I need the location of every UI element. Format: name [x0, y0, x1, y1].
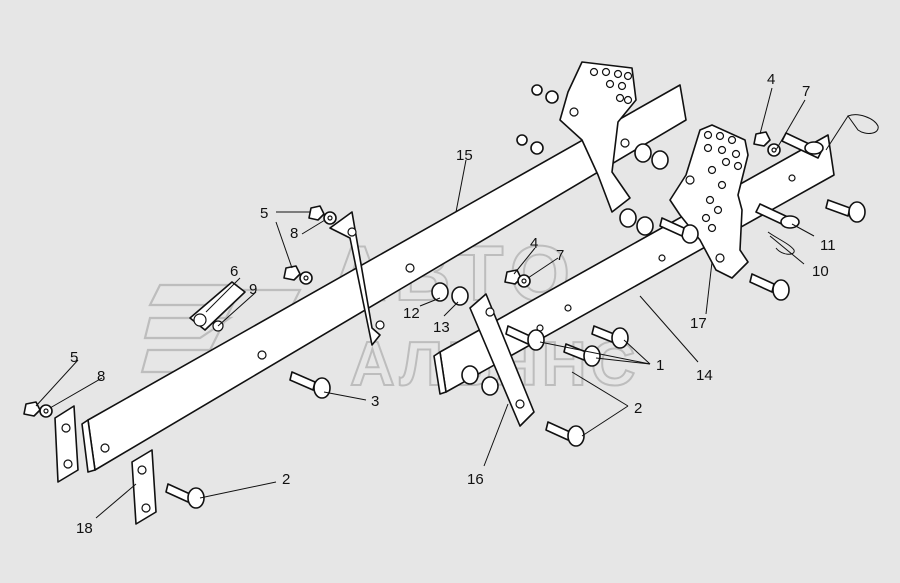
callout-5-upper: 5 — [260, 205, 268, 222]
pin-top-right — [781, 114, 879, 159]
callout-1: 1 — [656, 357, 664, 374]
bolt-1-c — [591, 325, 629, 349]
spacer-lower — [461, 224, 699, 396]
bolt-right-lower — [749, 273, 790, 301]
clip-10 — [767, 231, 795, 255]
callout-8-upper: 8 — [290, 225, 298, 242]
nut-washer-mid-left — [283, 265, 313, 285]
callout-13: 13 — [433, 319, 450, 336]
upper-plate — [559, 61, 637, 213]
callout-4-right: 4 — [767, 71, 775, 88]
callout-11: 11 — [820, 237, 836, 254]
bolt-2-lower-left — [165, 483, 205, 509]
callout-labels: 1 2 2 3 4 4 5 5 6 7 7 8 8 9 10 11 12 13 … — [70, 71, 836, 537]
vertical-plate-mid — [329, 211, 385, 346]
bolt-3 — [289, 371, 331, 399]
callout-17: 17 — [690, 315, 707, 332]
callout-8-lower: 8 — [97, 368, 105, 385]
callout-9: 9 — [249, 281, 257, 298]
plate-16 — [469, 293, 535, 427]
callout-6: 6 — [230, 263, 238, 280]
bar-15 — [81, 84, 687, 473]
spacer-12 — [431, 282, 449, 302]
callout-18: 18 — [76, 520, 93, 537]
plate-18-a — [54, 405, 79, 483]
plate-17 — [669, 124, 749, 279]
bolt-1-a — [505, 325, 545, 351]
callout-14: 14 — [696, 367, 713, 384]
spacer-13 — [451, 286, 469, 306]
bracket-left — [189, 281, 246, 332]
washer-7-right — [767, 143, 781, 157]
bolt-2-mid — [545, 421, 585, 447]
callout-2-left: 2 — [282, 471, 290, 488]
washer-8-upper — [323, 211, 337, 225]
callout-15: 15 — [456, 147, 473, 164]
bolt-inner — [659, 217, 685, 237]
callout-16: 16 — [467, 471, 484, 488]
callout-4-mid: 4 — [530, 235, 538, 252]
callout-3: 3 — [371, 393, 379, 410]
callout-5-lower: 5 — [70, 349, 78, 366]
pin-11 — [755, 203, 800, 229]
nut-4-right — [753, 131, 771, 147]
callout-7-mid: 7 — [556, 247, 564, 264]
plate-18-b — [131, 449, 157, 525]
callout-10: 10 — [812, 263, 829, 280]
washer-8-lower — [39, 404, 53, 418]
nut-washer-top-left — [516, 84, 559, 155]
washer-7-mid — [517, 274, 531, 288]
callout-2-right: 2 — [634, 400, 642, 417]
spacer-upper — [619, 143, 669, 236]
bolt-right-upper — [825, 199, 866, 223]
leader-lines — [35, 87, 815, 519]
nut-5-upper — [308, 205, 325, 221]
callout-12: 12 — [403, 305, 420, 322]
callout-7-right: 7 — [802, 83, 810, 100]
